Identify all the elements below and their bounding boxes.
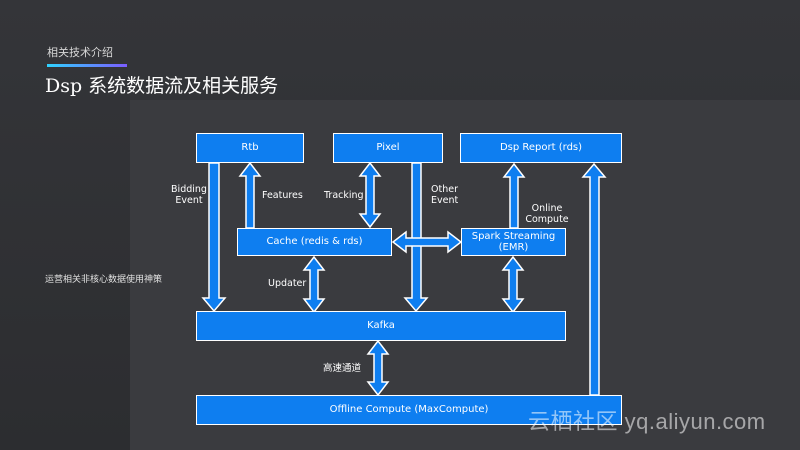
arrow-pixel-cache [358,161,382,229]
label-features: Features [262,190,303,201]
arrow-kafka-spark [501,255,525,314]
arrow-cache-spark [391,230,463,254]
node-rtb: Rtb [196,133,304,163]
label-updater: Updater [268,278,307,289]
node-spark-streaming: Spark Streaming (EMR) [461,228,566,256]
page-title: Dsp 系统数据流及相关服务 [45,75,279,97]
section-label: 相关技术介绍 [47,46,113,59]
node-pixel: Pixel [333,133,443,163]
arrow-kafka-cache [302,255,326,314]
label-tracking: Tracking [324,190,364,201]
node-cache: Cache (redis & rds) [237,228,392,256]
arrow-spark-to-report [502,162,526,229]
arrow-pixel-to-kafka [403,162,429,313]
side-note: 运营相关非核心数据使用神策 [45,275,163,285]
arrow-offline-to-report [581,162,607,396]
label-online-compute: Online Compute [525,203,569,226]
node-offline-compute: Offline Compute (MaxCompute) [196,395,622,425]
watermark: 云栖社区 yq.aliyun.com [528,409,766,434]
node-kafka: Kafka [196,311,566,341]
arrow-cache-to-rtb [238,161,262,229]
arrow-kafka-offline [366,339,390,397]
label-other-event: Other Event [431,184,459,207]
node-spark-label: Spark Streaming (EMR) [471,230,556,254]
node-dsp-report: Dsp Report (rds) [460,133,622,163]
accent-line [47,64,127,67]
label-bidding-event: Bidding Event [171,184,207,207]
label-fast-channel: 高速通道 [323,363,362,374]
arrow-rtb-to-kafka [201,162,227,313]
